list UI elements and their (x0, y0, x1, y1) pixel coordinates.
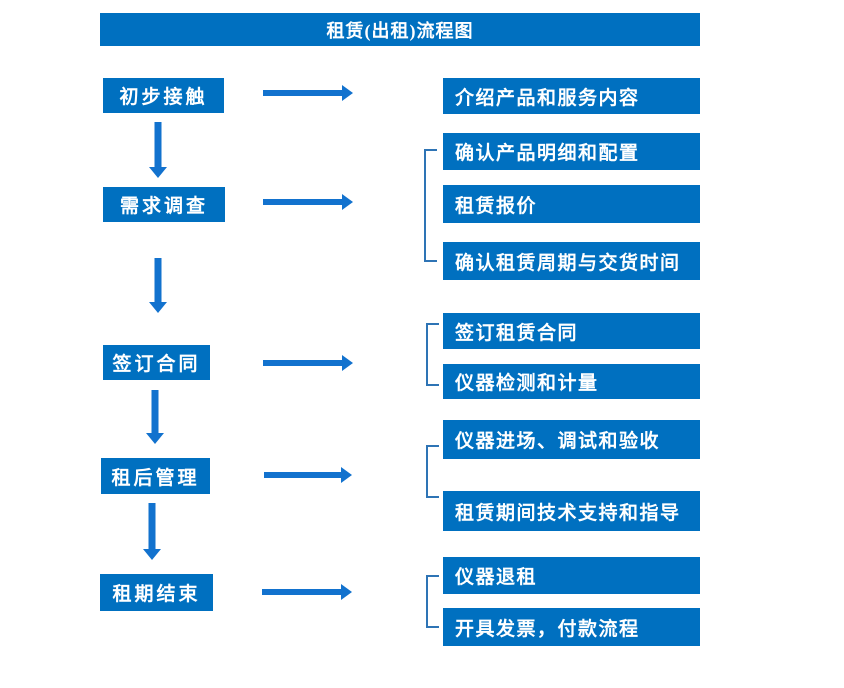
detail-box-technical-support: 租赁期间技术支持和指导 (443, 491, 700, 531)
step-box-initial-contact: 初步接触 (103, 78, 224, 113)
arrow-shaft (151, 390, 159, 433)
down-arrow-icon (149, 122, 167, 178)
step-box-post-rental-management: 租后管理 (101, 458, 210, 494)
arrow-head (149, 167, 167, 178)
step-box-needs-survey: 需求调查 (103, 187, 225, 222)
arrow-head (149, 302, 167, 313)
arrow-head (143, 549, 161, 560)
group-bracket (426, 575, 439, 628)
detail-box-instrument-return: 仪器退租 (443, 557, 700, 594)
detail-box-introduce-products: 介绍产品和服务内容 (443, 78, 700, 114)
down-arrow-icon (143, 503, 161, 560)
arrow-shaft (262, 589, 341, 595)
detail-box-instrument-setup: 仪器进场、调试和验收 (443, 420, 700, 459)
detail-box-confirm-product-details: 确认产品明细和配置 (443, 133, 700, 170)
arrow-head (341, 467, 352, 483)
arrow-shaft (264, 472, 341, 478)
arrow-shaft (154, 258, 162, 302)
step-box-sign-contract: 签订合同 (103, 345, 210, 380)
arrow-head (146, 433, 164, 444)
group-bracket (426, 445, 439, 498)
arrow-head (341, 584, 352, 600)
right-arrow-icon (263, 354, 353, 372)
flowchart-title: 租赁(出租)流程图 (100, 13, 700, 46)
arrow-shaft (263, 199, 342, 205)
arrow-head (342, 85, 353, 101)
arrow-head (342, 194, 353, 210)
arrow-head (342, 355, 353, 371)
right-arrow-icon (262, 583, 352, 601)
right-arrow-icon (264, 466, 352, 484)
detail-box-instrument-testing: 仪器检测和计量 (443, 364, 700, 399)
down-arrow-icon (146, 390, 164, 444)
arrow-shaft (154, 122, 162, 167)
detail-box-invoice-payment: 开具发票，付款流程 (443, 608, 700, 646)
detail-box-sign-rental-contract: 签订租赁合同 (443, 313, 700, 349)
arrow-shaft (263, 360, 342, 366)
right-arrow-icon (263, 193, 353, 211)
step-box-rental-end: 租期结束 (100, 574, 213, 611)
down-arrow-icon (149, 258, 167, 313)
detail-box-rental-quote: 租赁报价 (443, 185, 700, 223)
right-arrow-icon (263, 84, 353, 102)
arrow-shaft (148, 503, 156, 549)
detail-box-confirm-rental-period: 确认租赁周期与交货时间 (443, 242, 700, 280)
group-bracket (426, 323, 439, 386)
arrow-shaft (263, 90, 342, 96)
group-bracket (424, 149, 437, 262)
